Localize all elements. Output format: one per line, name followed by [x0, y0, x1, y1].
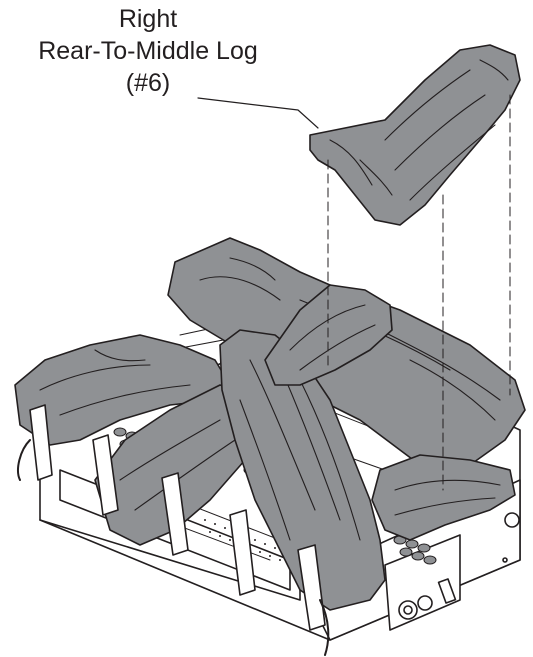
right-rear-to-middle-log — [310, 45, 520, 225]
label-leader-line — [198, 98, 318, 128]
